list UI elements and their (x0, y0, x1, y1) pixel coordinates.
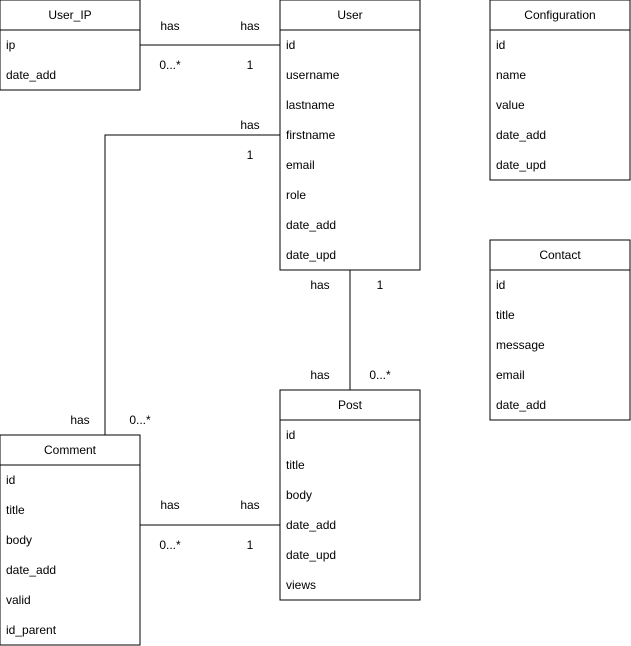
entity-field: date_upd (286, 248, 336, 262)
entity-field: date_add (286, 218, 336, 232)
entity-configuration: Configuration id name value date_add dat… (489, 0, 631, 181)
entity-title: User (337, 8, 362, 22)
relation-label: has (240, 19, 259, 33)
entity-field: name (496, 68, 526, 82)
entity-field: date_upd (286, 548, 336, 562)
entity-field: title (286, 458, 305, 472)
relation-cardinality: 0...* (369, 368, 391, 382)
entity-title: User_IP (48, 8, 91, 22)
entity-field: date_add (496, 128, 546, 142)
entity-field: valid (6, 593, 31, 607)
entity-field: body (6, 533, 32, 547)
entity-user-ip: User_IP ip date_add (0, 0, 141, 91)
entity-title: Contact (539, 248, 581, 262)
entity-title: Comment (44, 443, 97, 457)
entity-field: id (496, 278, 505, 292)
relation-label: has (310, 278, 329, 292)
entity-field: views (286, 578, 316, 592)
relation-cardinality: 0...* (159, 538, 181, 552)
relation-cardinality: 1 (247, 148, 254, 162)
relation-label: has (70, 413, 89, 427)
entity-field: id (496, 38, 505, 52)
relation-label: has (160, 498, 179, 512)
entity-field: title (496, 308, 515, 322)
entity-field: email (496, 368, 525, 382)
entity-user: User id username lastname firstname emai… (279, 0, 421, 271)
entity-title: Configuration (524, 8, 595, 22)
entity-field: ip (6, 38, 16, 52)
relation-label: has (310, 368, 329, 382)
entity-field: firstname (286, 128, 336, 142)
relation-label: has (160, 19, 179, 33)
entity-field: lastname (286, 98, 335, 112)
entity-field: username (286, 68, 340, 82)
relation-cardinality: 0...* (159, 58, 181, 72)
entity-field: date_add (496, 398, 546, 412)
entity-field: role (286, 188, 306, 202)
entity-field: date_upd (496, 158, 546, 172)
entity-field: message (496, 338, 545, 352)
entity-field: date_add (6, 563, 56, 577)
entity-post: Post id title body date_add date_upd vie… (279, 389, 421, 601)
entity-field: id (286, 38, 295, 52)
entity-field: body (286, 488, 312, 502)
relation-line-user-comment (104, 134, 280, 435)
relation-cardinality: 1 (247, 538, 254, 552)
entity-field: id (6, 473, 15, 487)
relation-label: has (240, 498, 259, 512)
entity-contact: Contact id title message email date_add (489, 239, 631, 421)
relation-cardinality: 1 (247, 58, 254, 72)
relation-label: has (240, 118, 259, 132)
entity-comment: Comment id title body date_add valid id_… (0, 434, 141, 646)
relation-cardinality: 1 (377, 278, 384, 292)
entity-field: value (496, 98, 525, 112)
entity-field: email (286, 158, 315, 172)
entity-field: id (286, 428, 295, 442)
entity-field: title (6, 503, 25, 517)
entity-field: date_add (286, 518, 336, 532)
entity-field: id_parent (6, 623, 57, 637)
entity-title: Post (338, 398, 363, 412)
relation-cardinality: 0...* (129, 413, 151, 427)
entity-field: date_add (6, 68, 56, 82)
